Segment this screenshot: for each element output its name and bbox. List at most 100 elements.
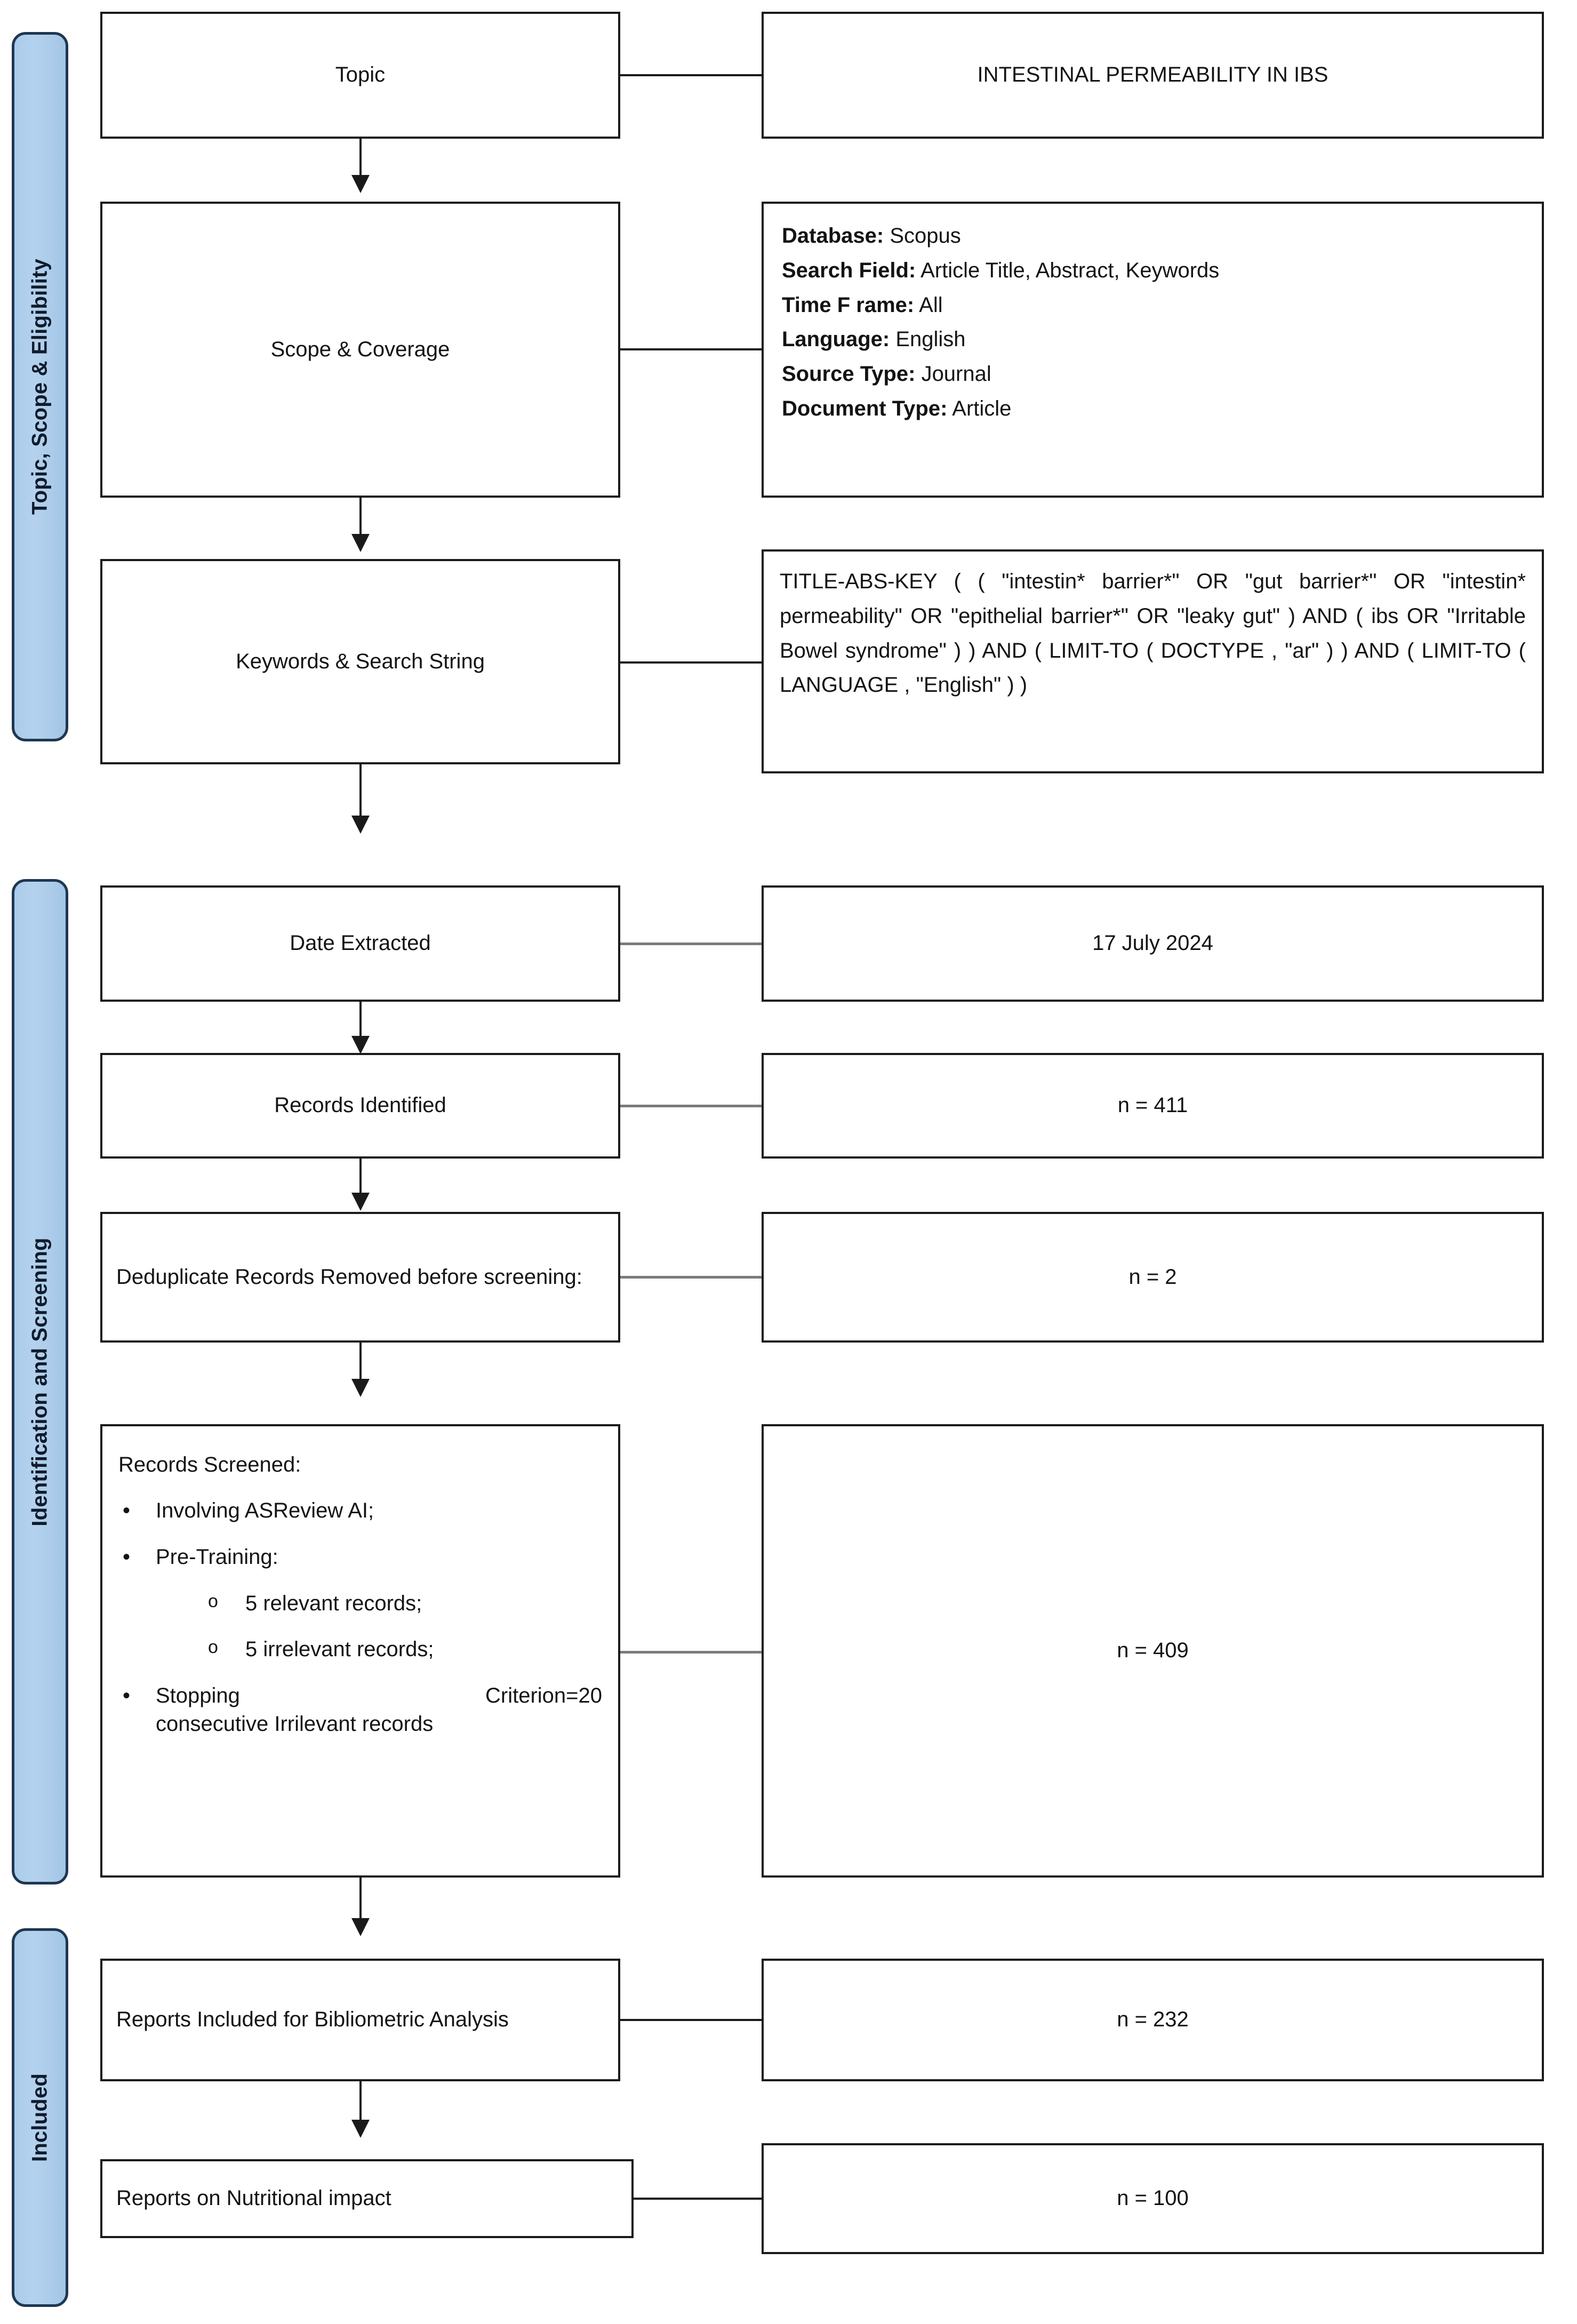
scope-detail-value: Article Title, Abstract, Keywords: [920, 258, 1220, 282]
connector-date-extracted-horizontal: [620, 943, 773, 945]
scope-detail-row: Time F rame: All: [782, 288, 1524, 323]
connector-identified-to-dedup: [359, 1159, 362, 1200]
scope-detail-row: Search Field: Article Title, Abstract, K…: [782, 253, 1524, 288]
connector-scope-to-keywords: [359, 498, 362, 541]
connector-keywords-to-date: [359, 764, 362, 823]
bullet-marker-icon: •: [123, 1499, 131, 1522]
bullet-marker-icon: •: [123, 1684, 131, 1708]
scope-label-text: Scope & Coverage: [270, 337, 450, 361]
reports-included-label-text: Reports Included for Bibliometric Analys…: [116, 2008, 509, 2032]
scope-detail-key: Document Type:: [782, 396, 948, 420]
connector-included-to-nutritional: [359, 2081, 362, 2127]
stage-bar-identification-and-screening: Identification and Screening: [12, 879, 68, 1884]
box-reports-nutritional-label: Reports on Nutritional impact: [100, 2159, 634, 2238]
box-records-identified-value: n = 411: [762, 1053, 1544, 1159]
box-date-extracted-label: Date Extracted: [100, 885, 620, 1002]
search-string-text: TITLE-ABS-KEY ( ( "intestin* barrier*" O…: [780, 570, 1526, 697]
stage-bar-included: Included: [12, 1928, 68, 2307]
box-scope-details: Database: Scopus Search Field: Article T…: [762, 202, 1544, 498]
box-scope-label: Scope & Coverage: [100, 202, 620, 498]
scope-detail-row: Language: English: [782, 322, 1524, 357]
topic-value-text: INTESTINAL PERMEABILITY IN IBS: [977, 63, 1328, 87]
connector-reports-included-horizontal: [620, 2019, 773, 2021]
scope-detail-key: Time F rame:: [782, 293, 915, 317]
arrow-topic-to-scope-icon: [351, 175, 370, 193]
scope-detail-value: Scopus: [890, 224, 961, 247]
deduplicate-label-text: Deduplicate Records Removed before scree…: [116, 1265, 582, 1289]
reports-nutritional-value-text: n = 100: [1117, 2186, 1189, 2210]
records-screened-title: Records Screened:: [118, 1453, 301, 1476]
stage-label-included: Included: [28, 2073, 52, 2162]
box-reports-included-label: Reports Included for Bibliometric Analys…: [100, 1959, 620, 2081]
connector-keywords-horizontal: [620, 661, 773, 664]
box-keywords-label: Keywords & Search String: [100, 559, 620, 764]
connector-dedup-to-screened: [359, 1343, 362, 1386]
scope-detail-value: Journal: [921, 362, 991, 386]
arrow-identified-to-dedup-icon: [351, 1193, 370, 1211]
stage-label-identification-and-screening: Identification and Screening: [28, 1237, 52, 1527]
scope-detail-value: Article: [952, 396, 1012, 420]
connector-screened-to-included: [359, 1878, 362, 1926]
records-screened-value-text: n = 409: [1117, 1639, 1189, 1663]
bullet-marker-icon: •: [123, 1545, 131, 1569]
arrow-included-to-nutritional-icon: [351, 2120, 370, 2138]
box-records-screened: Records Screened: • Involving ASReview A…: [100, 1424, 620, 1878]
arrow-scope-to-keywords-icon: [351, 534, 370, 552]
records-screened-bullet: • Involving ASReview AI;: [118, 1497, 602, 1525]
connector-records-screened-horizontal: [620, 1651, 773, 1654]
records-screened-content: Records Screened: • Involving ASReview A…: [118, 1451, 602, 1738]
sub-bullet-marker-icon: o: [208, 1637, 218, 1658]
connector-topic-horizontal: [620, 74, 773, 76]
connector-date-to-identified: [359, 1002, 362, 1043]
box-search-string: TITLE-ABS-KEY ( ( "intestin* barrier*" O…: [762, 549, 1544, 773]
scope-detail-key: Source Type:: [782, 362, 916, 386]
scope-detail-value: All: [919, 293, 943, 317]
stopping-criterion-line: Stopping Criterion=20: [156, 1682, 602, 1710]
scope-detail-key: Language:: [782, 328, 890, 352]
arrow-keywords-to-date-icon: [351, 816, 370, 834]
records-identified-value-text: n = 411: [1117, 1093, 1188, 1117]
deduplicate-value-text: n = 2: [1128, 1265, 1177, 1289]
sub-bullet-text: 5 irrelevant records;: [245, 1638, 434, 1662]
scope-detail-key: Search Field:: [782, 258, 916, 282]
connector-scope-horizontal: [620, 348, 773, 350]
connector-deduplicate-horizontal: [620, 1276, 773, 1279]
box-topic-value: INTESTINAL PERMEABILITY IN IBS: [762, 12, 1544, 139]
connector-records-identified-horizontal: [620, 1105, 773, 1107]
scope-detail-value: English: [895, 328, 966, 352]
date-extracted-value-text: 17 July 2024: [1092, 931, 1213, 955]
stopping-second-line: consecutive Irrilevant records: [156, 1712, 434, 1736]
records-screened-sub-bullet: o 5 relevant records;: [204, 1590, 602, 1618]
bullet-text: Pre-Training:: [156, 1545, 278, 1569]
scope-details-list: Database: Scopus Search Field: Article T…: [782, 219, 1524, 426]
records-screened-sub-bullet: o 5 irrelevant records;: [204, 1635, 602, 1664]
reports-included-value-text: n = 232: [1117, 2008, 1189, 2032]
box-records-screened-value: n = 409: [762, 1424, 1544, 1878]
date-extracted-label-text: Date Extracted: [290, 931, 431, 955]
records-screened-bullet: • Pre-Training:: [118, 1543, 602, 1571]
scope-detail-row: Source Type: Journal: [782, 357, 1524, 392]
box-topic-label: Topic: [100, 12, 620, 139]
stage-bar-topic-scope-eligibility: Topic, Scope & Eligibility: [12, 32, 68, 741]
connector-reports-nutritional-horizontal: [634, 2198, 773, 2200]
connector-topic-to-scope: [359, 139, 362, 182]
records-screened-bullet-stopping: • Stopping Criterion=20 consecutive Irri…: [118, 1682, 602, 1738]
stage-label-topic-scope-eligibility: Topic, Scope & Eligibility: [28, 258, 52, 515]
box-reports-nutritional-value: n = 100: [762, 2143, 1544, 2254]
scope-detail-row: Database: Scopus: [782, 219, 1524, 253]
arrow-date-to-identified-icon: [351, 1036, 370, 1054]
arrow-screened-to-included-icon: [351, 1918, 370, 1936]
stopping-criterion-value: Criterion=20: [485, 1684, 602, 1708]
sub-bullet-text: 5 relevant records;: [245, 1591, 422, 1615]
topic-label-text: Topic: [335, 63, 386, 87]
records-identified-label-text: Records Identified: [274, 1093, 446, 1117]
stopping-label: Stopping: [156, 1684, 240, 1708]
box-deduplicate-value: n = 2: [762, 1212, 1544, 1343]
scope-detail-row: Document Type: Article: [782, 392, 1524, 426]
box-records-identified-label: Records Identified: [100, 1053, 620, 1159]
box-date-extracted-value: 17 July 2024: [762, 885, 1544, 1002]
box-deduplicate-label: Deduplicate Records Removed before scree…: [100, 1212, 620, 1343]
arrow-dedup-to-screened-icon: [351, 1379, 370, 1397]
box-reports-included-value: n = 232: [762, 1959, 1544, 2081]
